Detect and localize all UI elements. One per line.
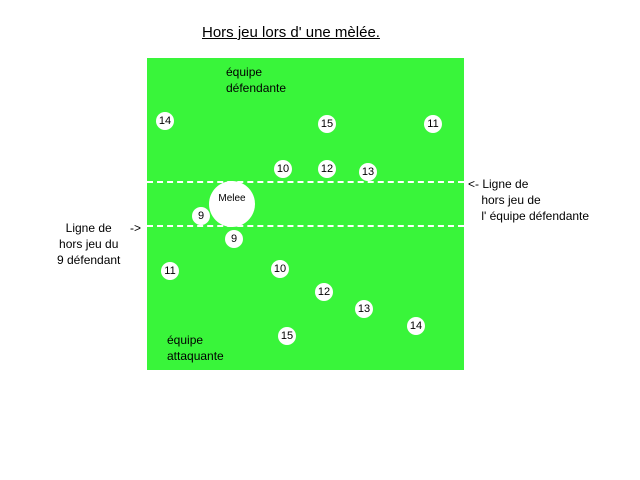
attacking-player-11: 11 bbox=[161, 262, 179, 280]
attacking-player-12: 12 bbox=[315, 283, 333, 301]
attacking-player-9: 9 bbox=[225, 230, 243, 248]
defending-team-label: équipe défendante bbox=[226, 65, 287, 95]
defending-team-offside-line bbox=[147, 181, 464, 183]
defending-player-12: 12 bbox=[318, 160, 336, 178]
defending-nine-offside-label: Ligne de hors jeu du 9 défendant bbox=[57, 221, 121, 267]
defending-player-10: 10 bbox=[274, 160, 292, 178]
diagram-title: Hors jeu lors d' une mèlée. bbox=[202, 24, 380, 41]
scrum: Melee bbox=[209, 181, 255, 227]
defending-player-9: 9 bbox=[192, 207, 210, 225]
defending-nine-offside-line-extension bbox=[141, 225, 147, 227]
right-arrow: -> bbox=[130, 221, 142, 235]
defending-team-offside-label: <- Ligne de hors jeu de l' équipe défend… bbox=[468, 177, 590, 223]
defending-player-13: 13 bbox=[359, 163, 377, 181]
attacking-team-label: équipe attaquante bbox=[167, 333, 224, 363]
defending-team-offside-line-extension bbox=[464, 181, 468, 183]
attacking-player-14: 14 bbox=[407, 317, 425, 335]
defending-nine-offside-line bbox=[147, 225, 464, 227]
attacking-player-15: 15 bbox=[278, 327, 296, 345]
defending-player-11: 11 bbox=[424, 115, 442, 133]
attacking-player-13: 13 bbox=[355, 300, 373, 318]
attacking-player-10: 10 bbox=[271, 260, 289, 278]
defending-player-15: 15 bbox=[318, 115, 336, 133]
defending-player-14: 14 bbox=[156, 112, 174, 130]
